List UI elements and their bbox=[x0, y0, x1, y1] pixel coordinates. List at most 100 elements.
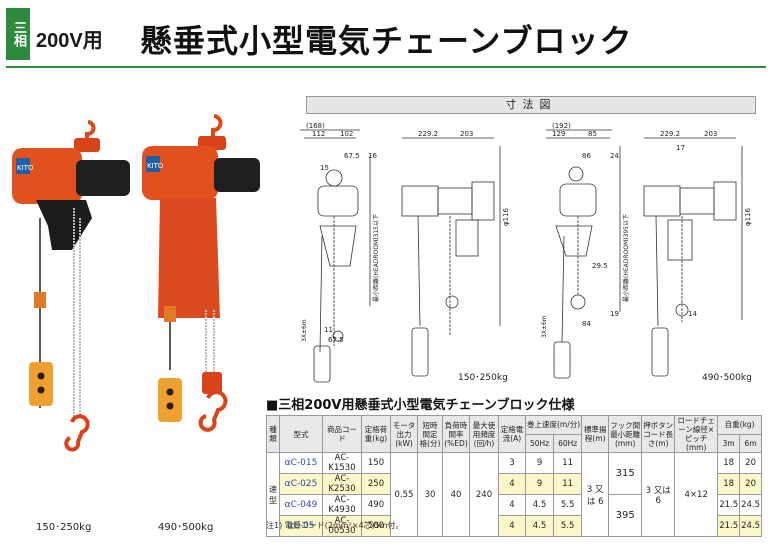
col-maxfreq: 最大使用頻度(回/h) bbox=[469, 415, 499, 453]
dimension-drawing-small: (168) 112 102 67.5 16 15 67.5 11 最小距離(HE… bbox=[300, 122, 510, 383]
dim2-headroom: 最小距離(HEADROOM)395以下 bbox=[622, 214, 630, 302]
speed50-cell: 9 bbox=[524, 473, 555, 495]
col-cord: 押ボタンコード長さ(m) bbox=[641, 415, 676, 453]
dim2-a: 129 bbox=[552, 130, 565, 138]
load-cell: 500 bbox=[361, 515, 391, 537]
brand-logo: KITO bbox=[17, 164, 34, 172]
maxfreq-cell: 240 bbox=[469, 452, 499, 537]
hoist-photo-large: KITO bbox=[142, 114, 260, 432]
dim2-e: 29.5 bbox=[592, 262, 608, 270]
load-cell: 490 bbox=[361, 494, 391, 516]
dim1-d: 16 bbox=[368, 152, 377, 160]
dim2-g: 19 bbox=[610, 310, 619, 318]
load-cell: 150 bbox=[361, 452, 391, 474]
weight6-cell: 20 bbox=[739, 473, 763, 495]
col-60hz: 60Hz bbox=[553, 433, 583, 453]
speed50-cell: 4.5 bbox=[524, 515, 555, 537]
short-cell: 30 bbox=[417, 452, 443, 537]
model-cell: αC-025 bbox=[279, 473, 323, 495]
col-speed: 巻上速度(m/分) bbox=[524, 415, 583, 435]
duty-cell: 40 bbox=[442, 452, 470, 537]
dim1-e: 15 bbox=[320, 164, 329, 172]
dim2-w2: 203 bbox=[704, 130, 717, 138]
dim1-diameter: φ116 bbox=[502, 207, 510, 226]
load-cell: 250 bbox=[361, 473, 391, 495]
weight6-cell: 20 bbox=[739, 452, 763, 474]
speed60-cell: 11 bbox=[553, 473, 583, 495]
weight3-cell: 21.5 bbox=[717, 494, 741, 516]
dim1-b: 102 bbox=[340, 130, 353, 138]
speed60-cell: 11 bbox=[553, 452, 583, 474]
col-motor: モータ出力(kW) bbox=[390, 415, 418, 453]
col-load: 定格荷重(kg) bbox=[361, 415, 391, 453]
col-weight: 自重(kg) bbox=[717, 415, 763, 435]
dim1-w1: 229.2 bbox=[418, 130, 438, 138]
dim1-headroom: 最小距離(HEADROOM)315以下 bbox=[372, 214, 380, 302]
weight3-cell: 21.5 bbox=[717, 515, 741, 537]
col-short: 短時間定格(分) bbox=[417, 415, 443, 453]
table-row: αC-049 AC-K4930 490 4 4.5 5.5 395 21.5 2… bbox=[267, 494, 763, 537]
dim2-c: 86 bbox=[582, 152, 591, 160]
spec-title: ■三相200V用懸垂式小型電気チェーンブロック仕様 bbox=[266, 398, 575, 413]
model-cell: αC-049 bbox=[279, 494, 323, 516]
dim-caption-large: 490･500kg bbox=[702, 373, 752, 383]
dim1-g: 11 bbox=[324, 326, 333, 334]
brand-logo-2: KITO bbox=[147, 162, 164, 170]
code-cell: AC-K1530 bbox=[322, 452, 362, 474]
dim2-d: 24 bbox=[610, 152, 619, 160]
speed50-cell: 9 bbox=[524, 452, 555, 474]
col-hook: フック間最小距離(mm) bbox=[608, 415, 643, 453]
dim1-a: 112 bbox=[312, 130, 325, 138]
col-6m: 6m bbox=[739, 433, 763, 453]
col-lift: 標準揚程(m) bbox=[581, 415, 610, 453]
hoist-photo-small: KITO bbox=[12, 120, 130, 452]
table-row: 速型 αC-015 AC-K1530 150 0.55 30 40 240 3 … bbox=[266, 452, 763, 537]
dim2-w1: 229.2 bbox=[660, 130, 680, 138]
dimension-drawing-large: (192) 129 85 86 24 29.5 84 19 最小距離(HEADR… bbox=[541, 122, 752, 383]
code-cell: AC-K4930 bbox=[322, 494, 362, 516]
speed60-cell: 5.5 bbox=[553, 494, 583, 516]
dim1-w2: 203 bbox=[460, 130, 473, 138]
dim-caption-small: 150･250kg bbox=[458, 373, 508, 383]
header-divider bbox=[6, 66, 766, 68]
weight6-cell: 24.5 bbox=[739, 515, 763, 537]
footnote: 注1) 電源コード(2mm²×4芯)5m付。 bbox=[266, 521, 404, 530]
speed50-cell: 4.5 bbox=[524, 494, 555, 516]
dim1-c: 67.5 bbox=[344, 152, 360, 160]
dim2-f: 84 bbox=[582, 320, 591, 328]
page-title: 懸垂式小型電気チェーンブロック bbox=[140, 22, 633, 60]
dim2-diameter: φ116 bbox=[744, 207, 752, 226]
caption-small-photo: 150･250kg bbox=[36, 522, 92, 533]
dim1-length: 3X±6m bbox=[301, 319, 308, 342]
dim2-b: 85 bbox=[588, 130, 597, 138]
current-cell: 4 bbox=[498, 515, 526, 537]
col-duty: 負荷時間率(%ED) bbox=[442, 415, 470, 453]
voltage-label: 200V用 bbox=[36, 30, 103, 52]
weight3-cell: 18 bbox=[717, 473, 741, 495]
code-cell: AC-00530 bbox=[322, 515, 362, 537]
current-cell: 4 bbox=[498, 494, 526, 516]
model-cell: αC-015 bbox=[279, 452, 323, 474]
col-code: 商品コード bbox=[322, 415, 362, 453]
col-chain: ロードチェーン線径×ピッチ(mm) bbox=[674, 415, 719, 453]
lift-cell: 3 又は 6 bbox=[581, 452, 610, 537]
col-kind: 種類 bbox=[266, 415, 280, 453]
dim1-top: (168) bbox=[306, 122, 325, 130]
current-cell: 4 bbox=[498, 473, 526, 495]
hook-cell-a: 315 bbox=[608, 452, 643, 495]
dimension-drawing-heading: 寸法図 bbox=[306, 96, 756, 114]
caption-large-photo: 490･500kg bbox=[158, 522, 214, 533]
code-cell: AC-K2530 bbox=[322, 473, 362, 495]
hook-cell-b: 395 bbox=[608, 494, 643, 537]
col-current: 定格電流(A) bbox=[498, 415, 526, 453]
dim2-i: 14 bbox=[688, 310, 697, 318]
dim2-top: (192) bbox=[552, 122, 571, 130]
chain-cell: 4×12 bbox=[674, 452, 719, 537]
three-phase-tag: 三相 bbox=[6, 8, 30, 60]
speed60-cell: 5.5 bbox=[553, 515, 583, 537]
spec-table: 種類 型式 商品コード 定格荷重(kg) モータ出力(kW) 短時間定格(分) … bbox=[266, 415, 763, 537]
weight6-cell: 24.5 bbox=[739, 494, 763, 516]
cord-cell: 3 又は 6 bbox=[641, 452, 676, 537]
dim2-h: 17 bbox=[676, 144, 685, 152]
current-cell: 3 bbox=[498, 452, 526, 474]
